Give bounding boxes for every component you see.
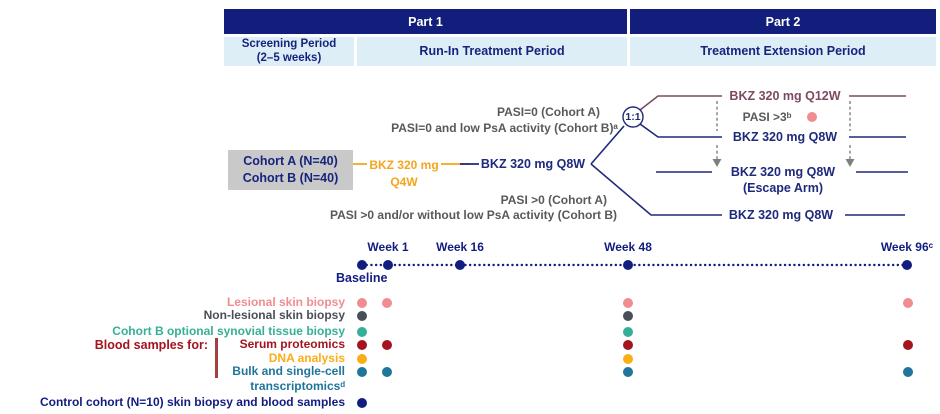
run-in-q8w-label: BKZ 320 mg Q8W (480, 157, 586, 171)
sample-dot (357, 298, 367, 308)
pasi-gt3-label: PASI >3ᵇ (742, 110, 792, 124)
sample-dot (357, 354, 367, 364)
arm-q8w-bottom-label: BKZ 320 mg Q8W (728, 208, 834, 222)
pasi0-cohort-b-label: PASI=0 and low PsA activity (Cohort B)ᵃ (391, 121, 618, 135)
header-screening-period: Screening Period (2–5 weeks) (224, 37, 354, 66)
sample-dot (903, 298, 913, 308)
timeline-dot (383, 260, 393, 270)
sample-dot (382, 298, 392, 308)
randomization-ratio: 1:1 (625, 111, 641, 123)
cohort-box: Cohort A (N=40) Cohort B (N=40) (228, 150, 353, 190)
sample-dot (357, 340, 367, 350)
header-part1: Part 1 (224, 9, 627, 34)
sample-dot (903, 340, 913, 350)
sample-dot (623, 327, 633, 337)
sample-row-label: Non-lesional skin biopsy (203, 308, 345, 322)
q4w-dose-line2: Q4W (390, 175, 418, 189)
sample-dot (357, 327, 367, 337)
header-part2: Part 2 (630, 9, 936, 34)
pasi-gt0-cohort-b-label: PASI >0 and/or without low PsA activity … (329, 208, 617, 222)
sample-dot (382, 367, 392, 377)
timeline-week-label: Week 16 (436, 240, 484, 254)
sample-dot (623, 298, 633, 308)
timeline-dot (623, 260, 633, 270)
escape-arm-line1: BKZ 320 mg Q8W (730, 165, 836, 179)
blood-samples-bracket (215, 338, 218, 378)
pasi0-cohort-a-label: PASI=0 (Cohort A) (496, 105, 600, 119)
sample-dot (357, 398, 367, 408)
timeline-dot (455, 260, 465, 270)
timeline-week-label: Week 48 (604, 240, 652, 254)
arm-q8w-label: BKZ 320 mg Q8W (732, 130, 838, 144)
q4w-dose-label: BKZ 320 mg Q4W (346, 157, 462, 191)
sample-dot (357, 367, 367, 377)
blood-samples-label: Blood samples for: (94, 338, 208, 352)
timeline-week-label: Week 1 (367, 240, 409, 254)
q4w-dose-line1: BKZ 320 mg (367, 158, 441, 172)
sample-dot (903, 367, 913, 377)
sample-row-label: Control cohort (N=10) skin biopsy and bl… (39, 395, 345, 409)
timeline-dot (902, 260, 912, 270)
timeline-week-label: Week 96ᶜ (880, 240, 934, 254)
sample-row-label: Serum proteomics (239, 337, 345, 351)
sample-dot (382, 340, 392, 350)
header-extension-period: Treatment Extension Period (630, 37, 936, 66)
sample-row-label: Lesional skin biopsy (226, 295, 345, 309)
timeline-dot (357, 260, 367, 270)
pasi-gt0-cohort-a-label: PASI >0 (Cohort A) (500, 193, 607, 207)
sample-row-label: Cohort B optional synovial tissue biopsy (112, 324, 345, 338)
sample-dot (623, 340, 633, 350)
sample-dot (357, 311, 367, 321)
sample-dot (623, 354, 633, 364)
sample-row-label: Bulk and single-cell transcriptomicsᵈ (232, 364, 345, 393)
sample-dot (623, 311, 633, 321)
escape-arm-label: BKZ 320 mg Q8W (Escape Arm) (710, 165, 856, 196)
pasi-gt3-dot (807, 112, 817, 122)
baseline-label: Baseline (336, 271, 388, 285)
arm-q12w-label: BKZ 320 mg Q12W (729, 89, 841, 103)
escape-arm-line2: (Escape Arm) (742, 180, 824, 195)
header-run-in-period: Run-In Treatment Period (357, 37, 627, 66)
sample-row-label: DNA analysis (268, 351, 345, 365)
sample-dot (623, 367, 633, 377)
